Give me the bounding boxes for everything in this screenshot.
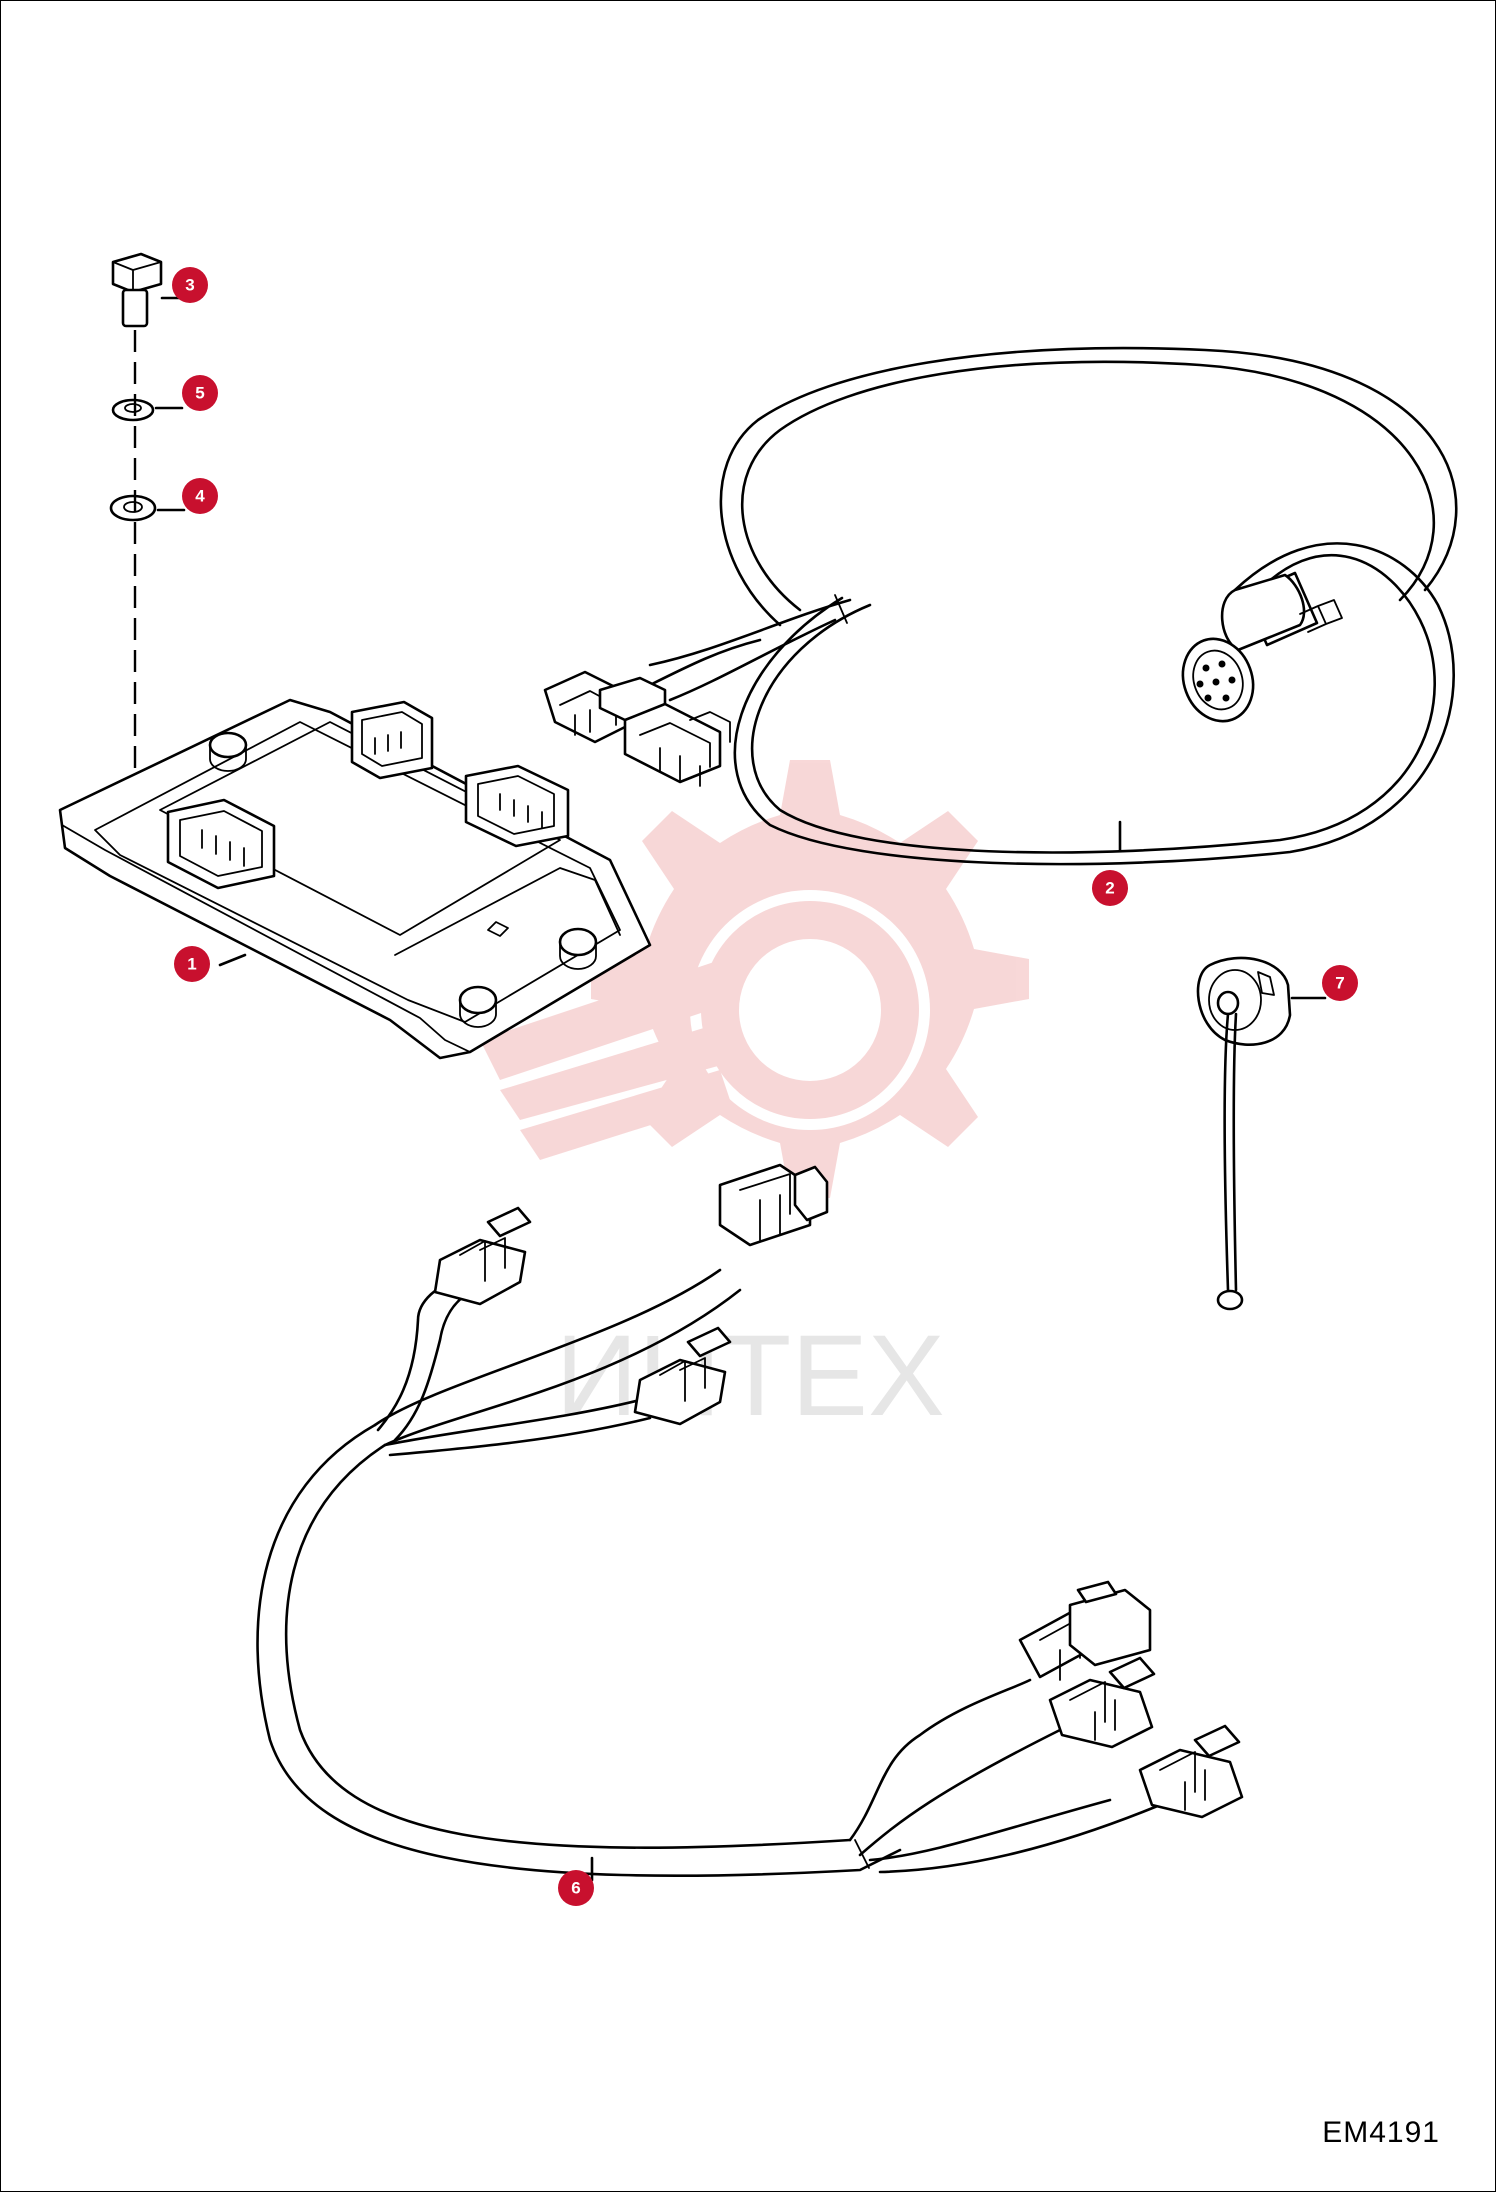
harness-6-plug-top-left — [433, 1206, 532, 1306]
callout-4: 4 — [182, 478, 218, 514]
callout-2: 2 — [1092, 870, 1128, 906]
svg-text:2: 2 — [1105, 879, 1114, 898]
harness-part-2 — [543, 346, 1458, 866]
svg-text:7: 7 — [1335, 974, 1344, 993]
controller-module-part-1 — [58, 698, 652, 1060]
harness-6-plug-lower-c — [1138, 1724, 1244, 1819]
harness-6-plug-lower-a — [1018, 1580, 1152, 1681]
module-connector-socket-b — [464, 764, 570, 848]
harness-6-plug-lower-b — [1048, 1656, 1156, 1749]
bolt-part-3 — [111, 252, 184, 328]
drawing-number: EM4191 — [1322, 2116, 1440, 2149]
watermark-logo — [480, 760, 1029, 1198]
svg-text:5: 5 — [195, 384, 204, 403]
lock-washer-part-5 — [111, 398, 184, 422]
callout-6: 6 — [558, 1870, 594, 1906]
callout-7: 7 — [1322, 965, 1358, 1001]
dust-cap-part-7 — [1196, 956, 1327, 1311]
round-connector — [1181, 571, 1343, 723]
module-connector-socket-a — [350, 700, 434, 780]
watermark-text: ИНТЕХ — [555, 1312, 944, 1440]
svg-text:3: 3 — [185, 276, 194, 295]
flat-washer-part-4 — [109, 494, 186, 522]
callout-1: 1 — [174, 946, 210, 982]
module-connector-socket-c — [166, 798, 276, 890]
svg-text:1: 1 — [187, 955, 196, 974]
harness-6-plug-mid — [633, 1326, 732, 1426]
svg-text:6: 6 — [571, 1879, 580, 1898]
harness-part-6 — [256, 1163, 1244, 1882]
callout-3: 3 — [172, 267, 208, 303]
harness-2-plug-b — [623, 702, 731, 787]
svg-text:4: 4 — [195, 487, 205, 506]
harness-6-plug-top-center — [718, 1163, 829, 1247]
callout-5: 5 — [182, 375, 218, 411]
